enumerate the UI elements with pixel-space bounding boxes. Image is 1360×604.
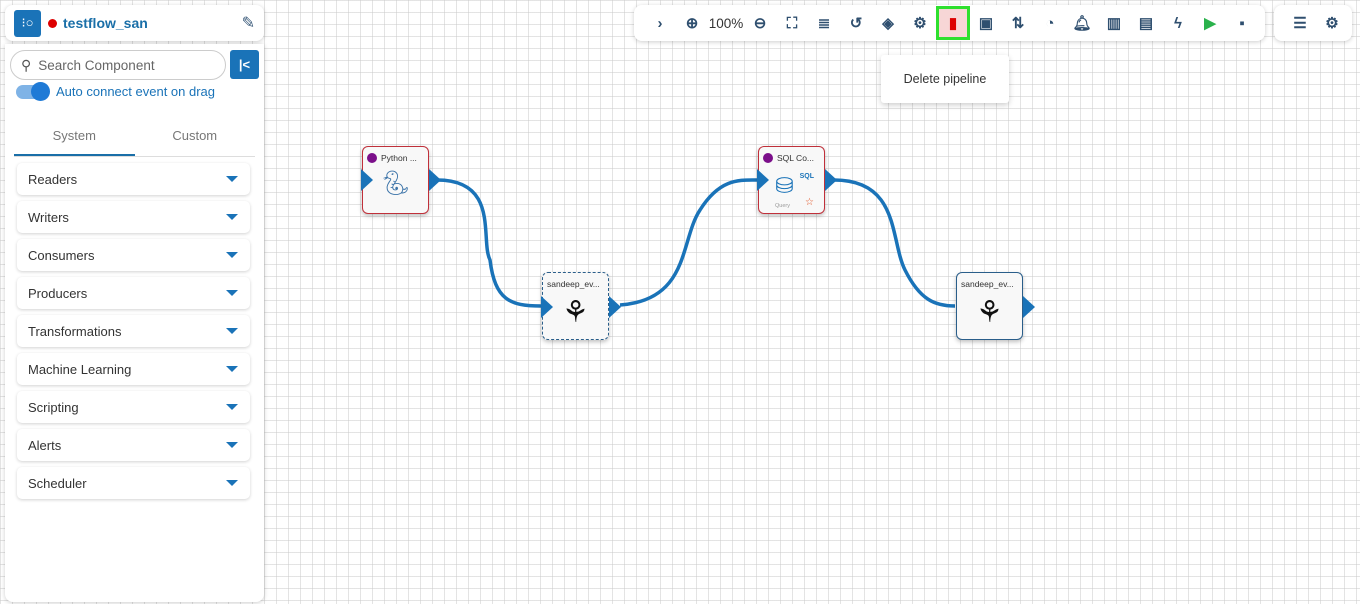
star-icon: ☆ [805,197,814,208]
toggle-label: Auto connect event on drag [56,84,216,99]
category-label: Scripting [28,399,79,415]
kafka-event-node[interactable]: sandeep_ev... ⚘ [541,272,621,340]
zoom-level: 100% [708,15,744,31]
pipeline-logo-icon: ⁝○ [14,9,41,37]
alert-bell-icon[interactable]: 🔔︎ [1072,15,1092,32]
node-label: sandeep_ev... [961,279,1014,289]
input-port[interactable] [361,169,373,191]
edit-pencil-icon[interactable]: ✎ [241,15,255,32]
caret-down-icon [226,214,238,220]
edge-kafka-to-sql[interactable] [619,178,758,307]
delete-pipeline-icon[interactable]: ▮ [936,6,970,40]
component-panel: ⚲ Search Component |< Auto connect event … [5,44,264,602]
search-icon: ⚲ [21,56,32,73]
node-label: sandeep_ev... [547,279,600,289]
python-icon: 🐍︎ [380,170,411,197]
caret-down-icon [226,480,238,486]
tab-system[interactable]: System [14,124,135,156]
tab-custom[interactable]: Custom [172,128,218,143]
caret-down-icon [226,328,238,334]
list-icon[interactable]: ☰ [1293,15,1307,32]
sql-badge: SQL [799,173,814,180]
zoom-out-icon[interactable]: ⊖ [753,15,767,32]
secondary-toolbar: ☰ ⚙ [1274,5,1352,41]
query-label: Query [775,203,790,209]
zoom-in-icon[interactable]: ⊕ [685,15,699,32]
status-indicator [48,18,57,28]
comment-icon[interactable]: ▤ [1138,15,1154,32]
input-port[interactable] [541,296,553,318]
node-label: SQL Co... [777,153,815,163]
category-readers[interactable]: Readers [17,163,250,195]
category-scripting[interactable]: Scripting [17,391,250,423]
expand-chevron-icon[interactable]: › [657,14,663,32]
fullscreen-icon[interactable]: ⛶ [786,14,798,32]
status-dot [763,153,773,163]
category-producers[interactable]: Producers [17,277,250,309]
category-label: Machine Learning [28,361,132,377]
kafka-icon: ⚘ [976,296,1003,329]
caret-down-icon [226,176,238,182]
kafka-icon: ⚘ [562,296,589,329]
node-label: Python ... [381,153,417,163]
settings-search-icon[interactable]: ⚙ [913,15,927,32]
output-port[interactable] [825,169,837,191]
save-icon[interactable]: ▪ [1239,14,1245,32]
category-label: Readers [28,171,78,187]
edge-sql-to-kafka[interactable] [833,178,956,308]
caret-down-icon [226,366,238,372]
logs-refresh-icon[interactable]: ◔ [1045,14,1055,32]
chart-icon[interactable]: ▥ [1106,15,1122,32]
category-label: Consumers [28,247,95,263]
pipeline-header: ⁝○ testflow_san ✎ [5,5,264,41]
caret-down-icon [226,290,238,296]
auto-connect-toggle[interactable]: Auto connect event on drag [16,81,216,101]
caret-down-icon [226,404,238,410]
category-label: Scheduler [28,475,87,491]
output-port[interactable] [1023,296,1035,318]
search-document-icon[interactable]: ▣ [978,15,994,32]
lightning-icon[interactable]: ϟ [1174,14,1182,32]
pipeline-toolbar: › ⊕ 100% ⊖ ⛶ ≣ ↺ ◈ ⚙ ▮ ▣ ⇅ ◔ 🔔︎ ▥ ▤ ϟ ▶ … [634,5,1265,41]
layers-icon[interactable]: ◈ [882,15,894,32]
edge-python-to-kafka[interactable] [436,178,542,308]
settings-gear-icon[interactable]: ⚙ [1325,15,1339,32]
category-alerts[interactable]: Alerts [17,429,250,461]
category-machine-learning[interactable]: Machine Learning [17,353,250,385]
database-icon: ⛁ [775,173,794,198]
category-label: Transformations [28,323,122,339]
search-placeholder: Search Component [38,57,155,73]
output-port[interactable] [429,169,441,191]
output-port[interactable] [609,296,621,318]
category-label: Writers [28,209,69,225]
search-input[interactable]: ⚲ Search Component [10,50,226,80]
delete-pipeline-tooltip: Delete pipeline [881,55,1009,103]
caret-down-icon [226,442,238,448]
caret-down-icon [226,252,238,258]
collapse-panel-button[interactable]: |< [230,50,259,79]
align-center-icon[interactable]: ≣ [817,15,831,32]
input-port[interactable] [757,169,769,191]
category-scheduler[interactable]: Scheduler [17,467,250,499]
python-node[interactable]: Python ... 🐍︎ [361,146,441,214]
category-consumers[interactable]: Consumers [17,239,250,271]
history-icon[interactable]: ↺ [849,15,863,32]
pipeline-title: testflow_san [63,15,148,31]
swap-icon[interactable]: ⇅ [1011,15,1025,32]
category-transformations[interactable]: Transformations [17,315,250,347]
category-label: Alerts [28,437,62,453]
category-label: Producers [28,285,88,301]
run-play-icon[interactable]: ▶ [1204,15,1216,32]
kafka-event-node[interactable]: sandeep_ev... ⚘ [956,272,1035,340]
status-dot [367,153,377,163]
sql-node[interactable]: SQL Co... ⛁ SQL Query ☆ [757,146,837,214]
category-writers[interactable]: Writers [17,201,250,233]
